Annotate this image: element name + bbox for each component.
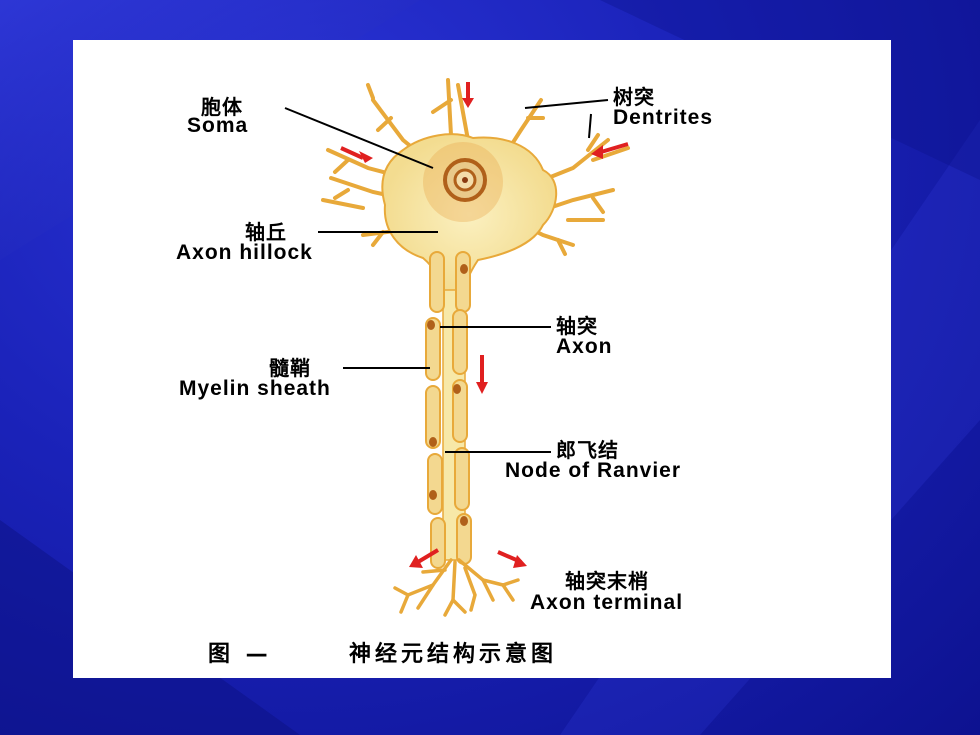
leader-dendrites-1	[524, 99, 609, 109]
signal-direction-arrows	[340, 82, 629, 568]
label-axon-zh: 轴突	[556, 314, 598, 338]
arrow-axon	[476, 355, 488, 394]
leader-soma	[284, 107, 434, 169]
axon	[425, 251, 472, 569]
label-dendrites-zh: 树突	[613, 85, 655, 109]
label-myelin-sheath-en: Myelin sheath	[179, 377, 331, 400]
label-axon-hillock-en: Axon hillock	[176, 241, 313, 264]
caption-prefix: 图 —	[208, 642, 272, 667]
leader-lines	[284, 99, 609, 453]
label-node-of-ranvier-en: Node of Ranvier	[505, 459, 682, 482]
soma-body	[381, 133, 558, 296]
label-axon-terminal-en: Axon terminal	[530, 591, 684, 614]
label-node-of-ranvier-zh: 郎飞结	[556, 438, 619, 462]
caption-title: 神经元结构示意图	[349, 642, 558, 667]
label-axon-en: Axon	[556, 335, 613, 358]
arrow-left-dendrite	[340, 146, 373, 163]
label-soma-zh: 胞体	[201, 95, 243, 119]
arrow-right-dendrite	[591, 142, 629, 159]
label-axon-terminal-zh: 轴突末梢	[565, 569, 649, 593]
arrow-top	[462, 82, 474, 108]
diagram-panel: 胞体 Soma 树突 Dentrites 轴丘 Axon hillock 轴突 …	[73, 40, 891, 678]
nucleolus	[462, 177, 468, 183]
label-soma-en: Soma	[187, 114, 249, 137]
label-dendrites-en: Dentrites	[613, 106, 714, 129]
leader-dendrites-2	[588, 113, 592, 139]
axon-terminal-branches	[393, 558, 520, 617]
arrow-terminal-right	[497, 550, 527, 568]
label-axon-hillock-zh: 轴丘	[245, 220, 287, 244]
label-myelin-sheath-zh: 髓鞘	[269, 356, 311, 380]
neuron-illustration	[284, 78, 630, 617]
arrow-terminal-left	[409, 548, 440, 568]
